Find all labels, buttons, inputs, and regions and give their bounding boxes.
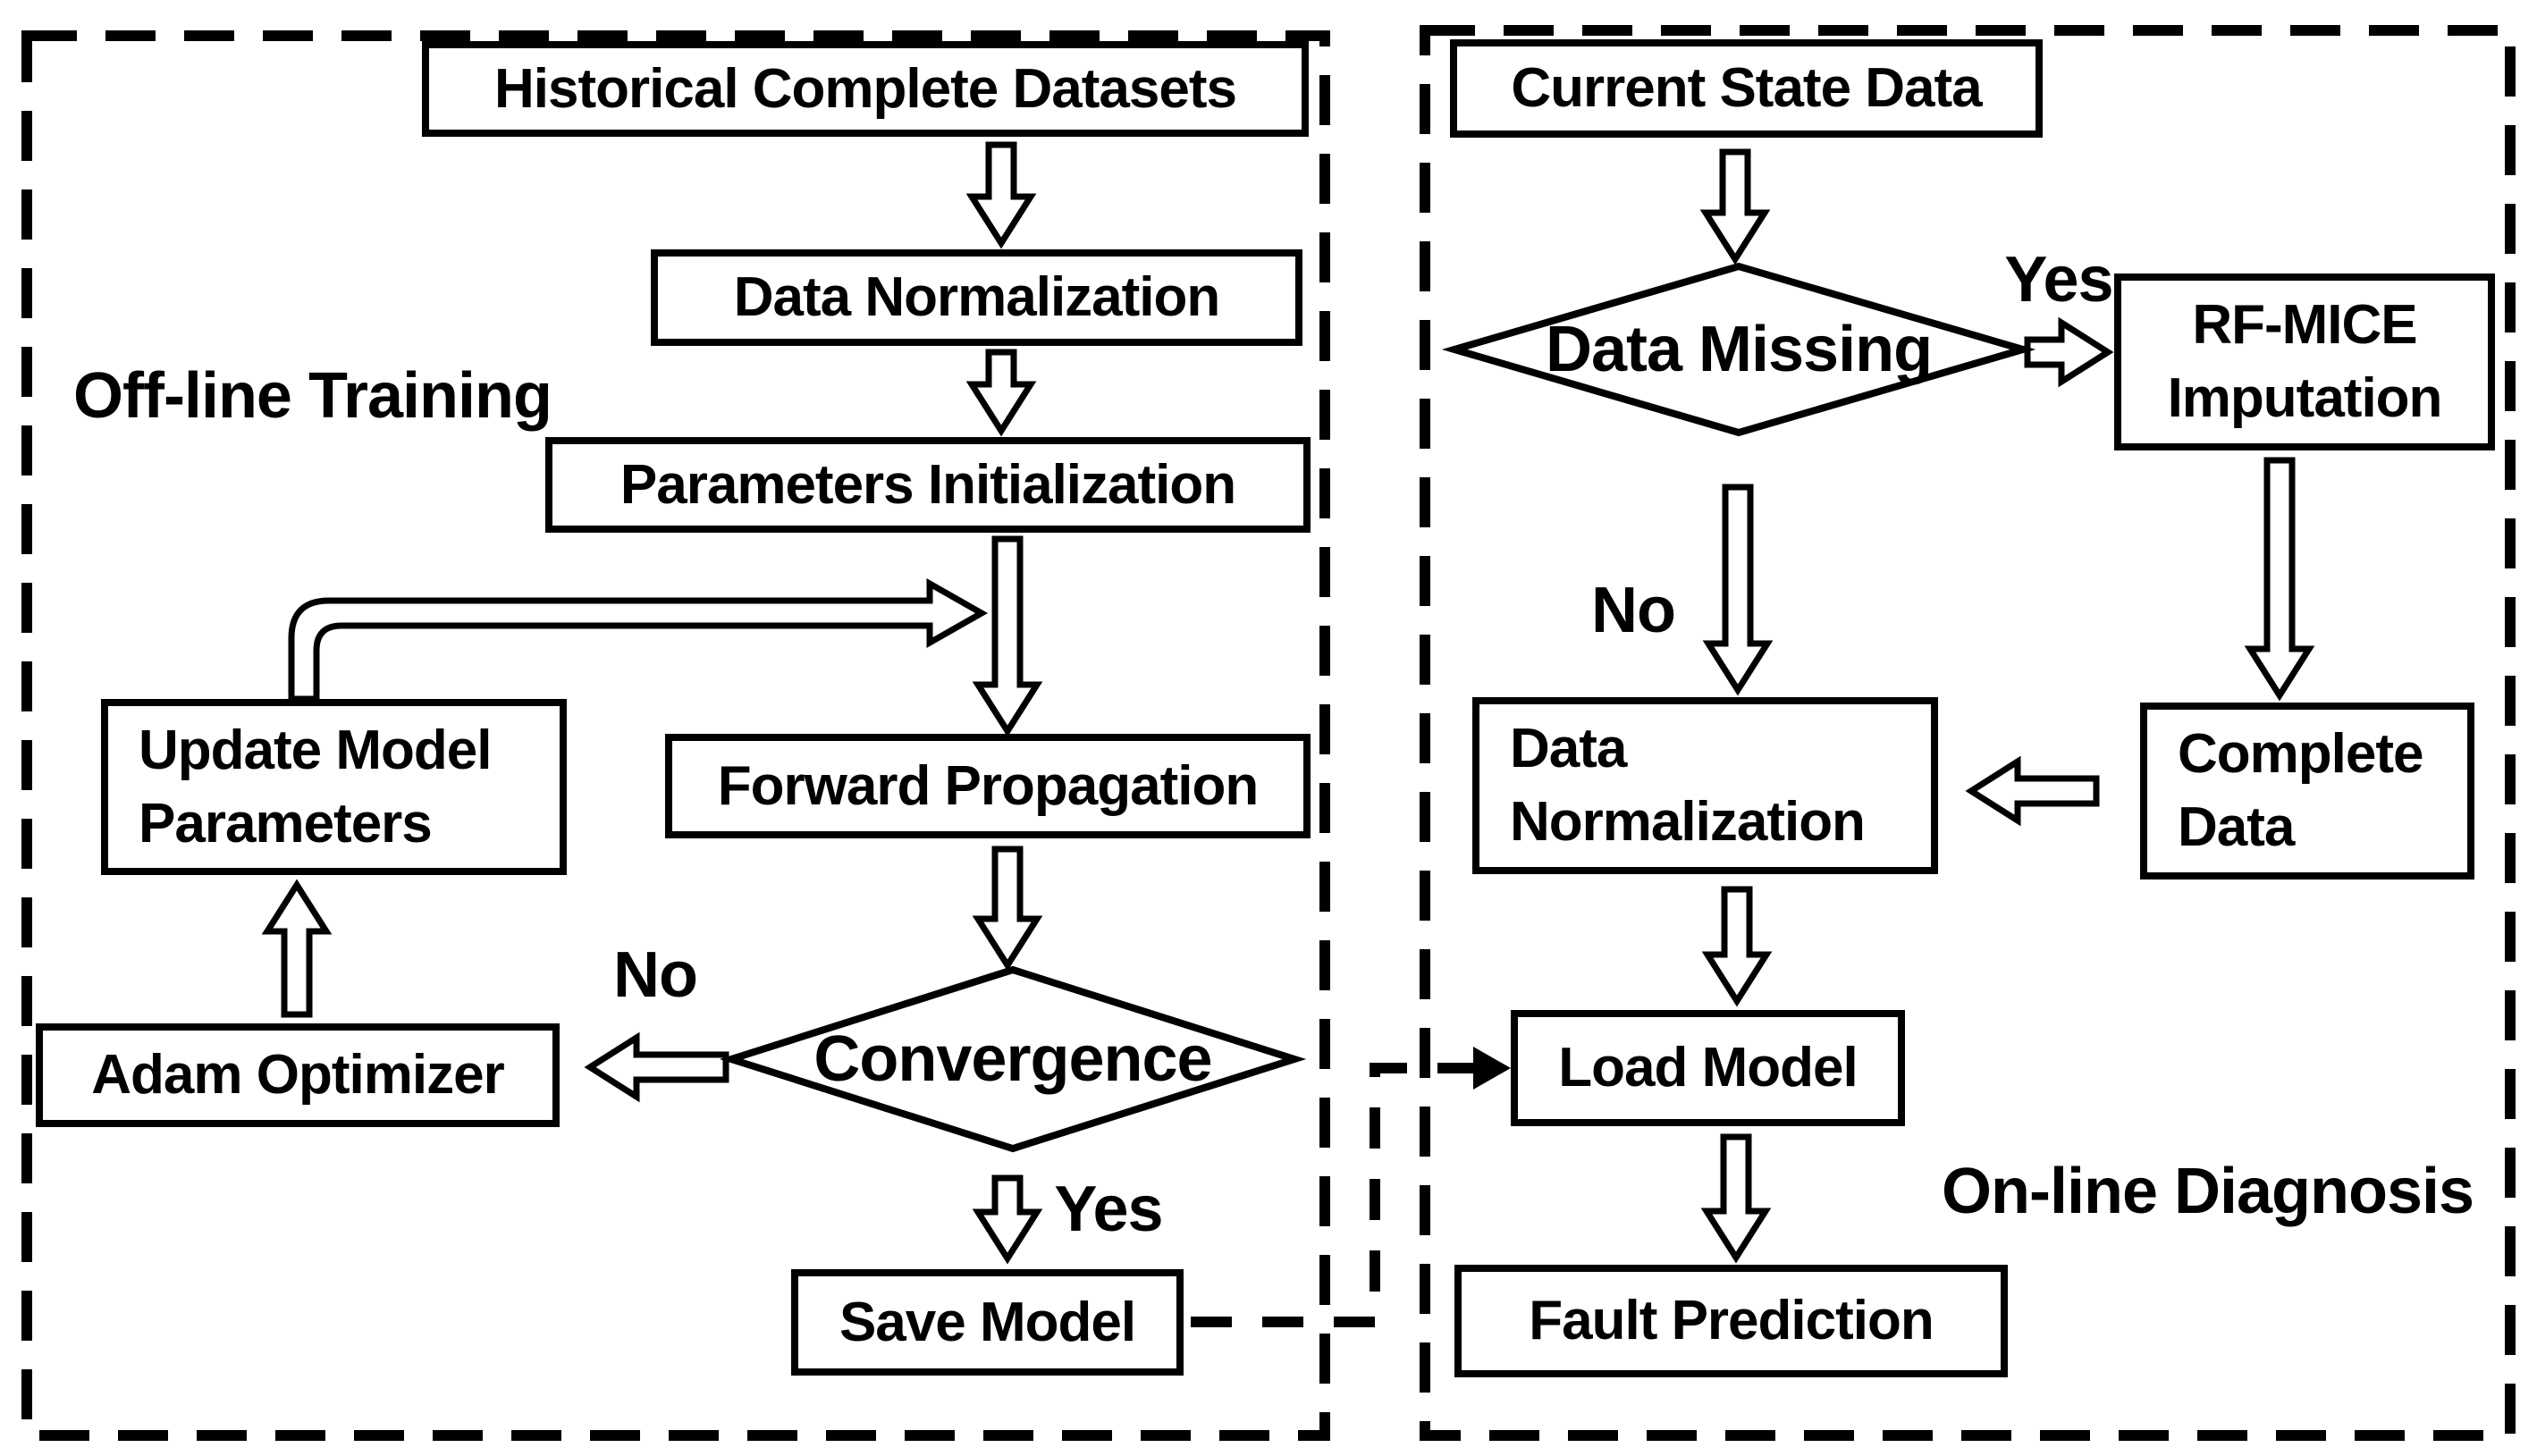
update-model-line2: Parameters bbox=[139, 792, 433, 854]
convergence-diamond bbox=[719, 965, 1307, 1153]
data-missing-yes-label: Yes bbox=[2004, 244, 2113, 316]
arrow-missing-to-normalization bbox=[1702, 484, 1774, 696]
complete-data-box: Complete Data bbox=[2140, 703, 2474, 879]
arrow-complete-to-normalization bbox=[1965, 755, 2100, 827]
arrow-initialization-to-forward bbox=[972, 535, 1043, 737]
forward-propagation-box: Forward Propagation bbox=[665, 734, 1311, 838]
arrow-convergence-to-save bbox=[972, 1174, 1043, 1265]
data-normalization-online-line1: Data bbox=[1510, 718, 1627, 780]
load-model-box: Load Model bbox=[1511, 1010, 1905, 1126]
arrow-current-to-missing bbox=[1699, 148, 1771, 265]
arrow-adam-to-update bbox=[261, 879, 333, 1018]
arrow-rfmice-to-complete bbox=[2244, 457, 2315, 702]
rf-mice-line2: Imputation bbox=[2167, 367, 2443, 429]
convergence-label: Convergence bbox=[813, 1023, 1212, 1095]
arrow-update-loop bbox=[288, 577, 989, 703]
data-normalization-offline-box: Data Normalization bbox=[651, 249, 1302, 346]
complete-data-line1: Complete bbox=[2178, 723, 2423, 786]
dashed-connector-arrowhead bbox=[1473, 1047, 1511, 1090]
current-state-data-box: Current State Data bbox=[1450, 39, 2043, 138]
historical-complete-datasets-box: Historical Complete Datasets bbox=[422, 41, 1309, 137]
online-panel-border bbox=[1420, 25, 2516, 1441]
data-normalization-online-box: Data Normalization bbox=[1472, 697, 1938, 874]
convergence-no-label: No bbox=[613, 939, 698, 1011]
data-missing-label: Data Missing bbox=[1545, 314, 1933, 385]
complete-data-line2: Data bbox=[2178, 796, 2295, 858]
offline-panel-title: Off-line Training bbox=[73, 360, 552, 432]
fault-prediction-box: Fault Prediction bbox=[1454, 1265, 2008, 1377]
convergence-yes-label: Yes bbox=[1054, 1174, 1163, 1245]
data-normalization-online-line2: Normalization bbox=[1510, 791, 1866, 853]
dashed-connector-save-to-load bbox=[1191, 1063, 1473, 1327]
update-model-parameters-box: Update Model Parameters bbox=[101, 699, 567, 875]
arrow-load-to-fault bbox=[1700, 1133, 1772, 1264]
arrow-convergence-to-adam bbox=[584, 1031, 729, 1103]
arrow-missing-to-rfmice bbox=[2024, 316, 2114, 388]
arrow-normalization-to-load bbox=[1701, 886, 1773, 1007]
arrow-forward-to-convergence bbox=[972, 846, 1043, 972]
arrow-normalization-to-initialization bbox=[965, 349, 1037, 437]
online-panel-title: On-line Diagnosis bbox=[1942, 1156, 2474, 1227]
parameters-initialization-box: Parameters Initialization bbox=[545, 437, 1311, 533]
save-model-box: Save Model bbox=[791, 1269, 1184, 1376]
data-missing-diamond bbox=[1441, 262, 2036, 437]
adam-optimizer-box: Adam Optimizer bbox=[36, 1023, 560, 1127]
offline-panel-border bbox=[21, 30, 1330, 1441]
arrow-historical-to-normalization bbox=[965, 141, 1037, 249]
data-missing-no-label: No bbox=[1591, 575, 1676, 646]
update-model-line1: Update Model bbox=[139, 719, 492, 781]
rf-mice-line1: RF-MICE bbox=[2192, 294, 2417, 357]
rf-mice-imputation-box: RF-MICE Imputation bbox=[2114, 274, 2495, 450]
